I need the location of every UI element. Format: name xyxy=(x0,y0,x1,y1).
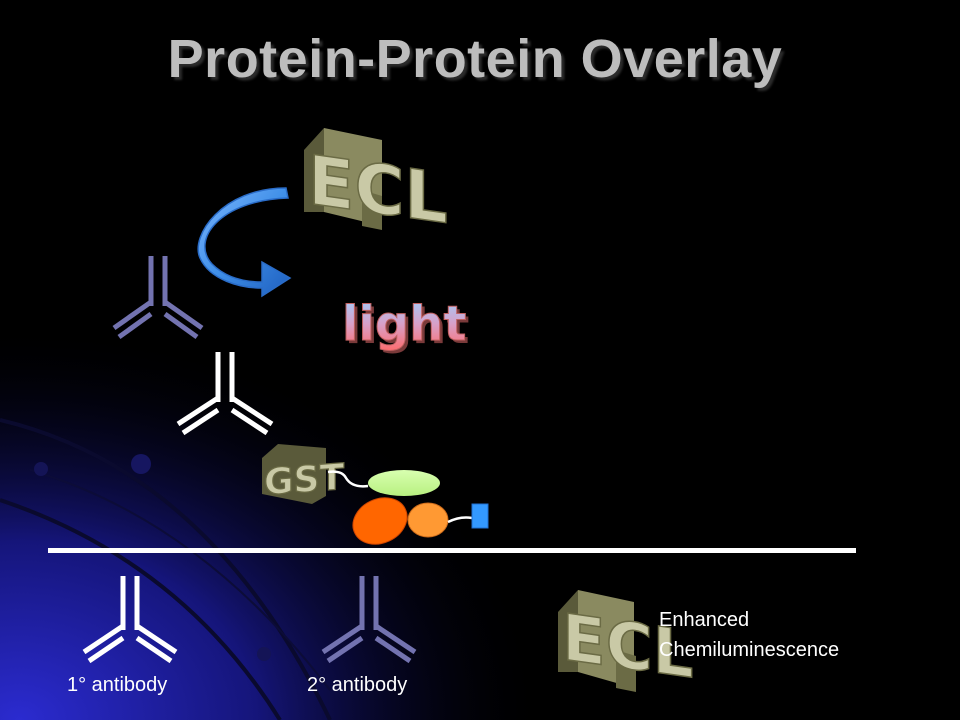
orbit-arc xyxy=(0,498,282,720)
legend-primary-antibody-icon xyxy=(82,576,178,664)
legend-ecl-label: Enhanced Chemiluminescence xyxy=(659,605,839,665)
gst-fusion-protein xyxy=(368,470,440,496)
ecl-wordart: ECL xyxy=(304,128,448,241)
curved-arrow xyxy=(197,187,292,298)
legend-ecl-label-line1: Enhanced xyxy=(659,609,750,631)
legend-primary-antibody-label: 1° antibody xyxy=(67,674,168,696)
gst-wordart: GST xyxy=(262,444,345,504)
tag-linker xyxy=(447,516,473,524)
target-protein-b xyxy=(407,502,449,538)
orbit-dot xyxy=(257,647,271,661)
orbit-arc xyxy=(0,418,332,720)
ecl-wordart-text: ECL xyxy=(308,142,448,240)
secondary-antibody-bound xyxy=(112,256,204,340)
light-wordart: light light xyxy=(342,296,470,356)
legend-ecl-icon-text: ECL xyxy=(562,600,693,693)
legend-ecl-icon: ECL xyxy=(558,590,694,694)
light-wordart-text: light xyxy=(342,296,466,352)
legend-ecl-label-line2: Chemiluminescence xyxy=(659,639,840,661)
gst-linker xyxy=(327,470,369,488)
target-protein-a xyxy=(352,497,408,545)
orbit-dot xyxy=(34,462,48,476)
membrane-line xyxy=(48,548,856,553)
protein-tag xyxy=(471,503,489,529)
legend-secondary-antibody-label: 2° antibody xyxy=(307,674,408,696)
page-title: Protein-Protein Overlay xyxy=(167,29,783,89)
gst-wordart-text: GST xyxy=(264,457,344,504)
orbit-dot xyxy=(131,454,151,474)
legend-secondary-antibody-icon xyxy=(321,576,417,664)
primary-antibody-bound xyxy=(176,352,274,436)
light-wordart-shadow: light xyxy=(345,299,469,355)
